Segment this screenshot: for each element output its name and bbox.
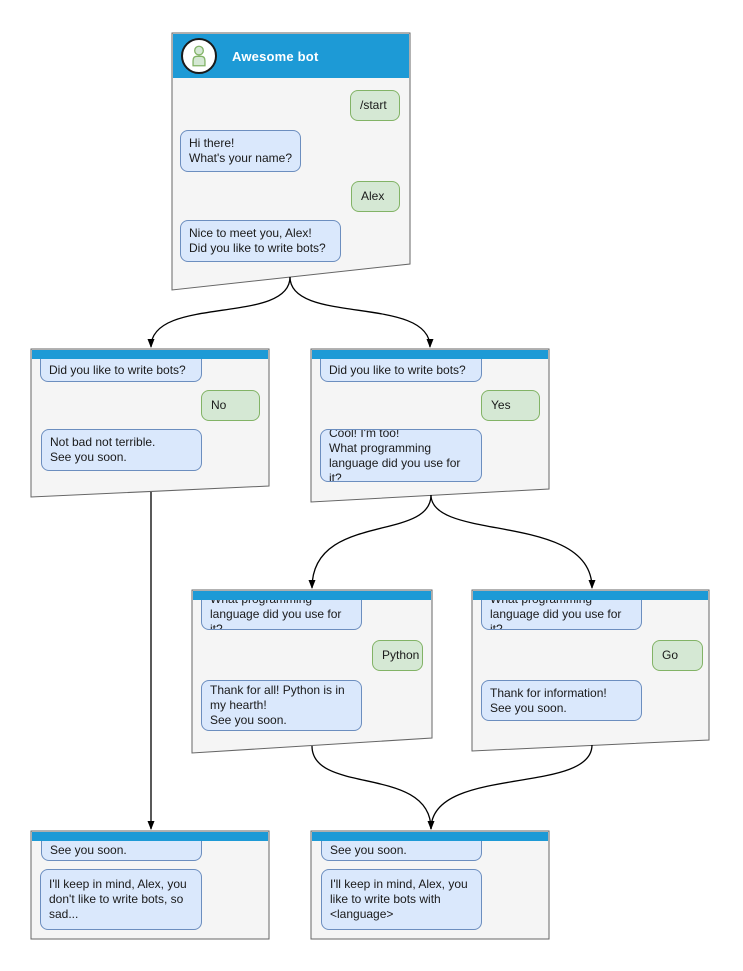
user-message-bubble: /start	[350, 90, 400, 121]
bot-message-bubble: What programming language did you use fo…	[201, 599, 362, 630]
flow-arrow-go-to-end	[430, 744, 593, 830]
flow-arrow-yes-to-python	[308, 494, 432, 589]
flow-arrow-python-to-end	[311, 745, 435, 830]
window-titlebar-strip-end-yes	[312, 832, 548, 841]
bot-message-bubble: Thank for all! Python is in my hearth! S…	[201, 680, 362, 731]
user-message-bubble: Python	[372, 640, 423, 671]
bot-message-bubble: Did you like to write bots?	[40, 359, 202, 382]
bot-message-bubble: Hi there! What's your name?	[180, 130, 301, 172]
bot-name-title: Awesome bot	[232, 48, 319, 64]
bot-message-bubble: I'll keep in mind, Alex, you like to wri…	[321, 869, 482, 930]
flow-arrow-start-to-no	[147, 276, 291, 348]
bot-avatar	[181, 38, 217, 74]
window-titlebar-strip-python	[193, 591, 431, 600]
user-message-bubble: No	[201, 390, 260, 421]
user-message-bubble: Go	[652, 640, 703, 671]
user-avatar-icon	[192, 45, 206, 67]
bot-message-bubble: Cool! I'm too! What programming language…	[320, 429, 482, 482]
bot-message-bubble: What programming language did you use fo…	[481, 599, 642, 630]
flow-arrow-yes-to-go	[430, 494, 596, 589]
window-titlebar-strip-yes	[312, 350, 548, 359]
chat-window-titlebar: Awesome bot	[173, 34, 409, 78]
user-message-bubble: Yes	[481, 390, 540, 421]
bot-message-bubble: See you soon.	[41, 840, 202, 861]
bot-message-bubble: See you soon.	[321, 840, 482, 861]
window-titlebar-strip-end-no	[32, 832, 268, 841]
bot-message-bubble: Nice to meet you, Alex! Did you like to …	[180, 220, 341, 262]
window-titlebar-strip-no	[32, 350, 268, 359]
user-message-bubble: Alex	[351, 181, 400, 212]
bot-message-bubble: I'll keep in mind, Alex, you don't like …	[40, 869, 202, 930]
bot-message-bubble: Did you like to write bots?	[320, 359, 482, 382]
window-titlebar-strip-go	[473, 591, 708, 600]
bot-message-bubble: Thank for information! See you soon.	[481, 680, 642, 721]
bot-message-bubble: Not bad not terrible. See you soon.	[41, 429, 202, 471]
flow-arrow-start-to-yes	[289, 276, 434, 348]
